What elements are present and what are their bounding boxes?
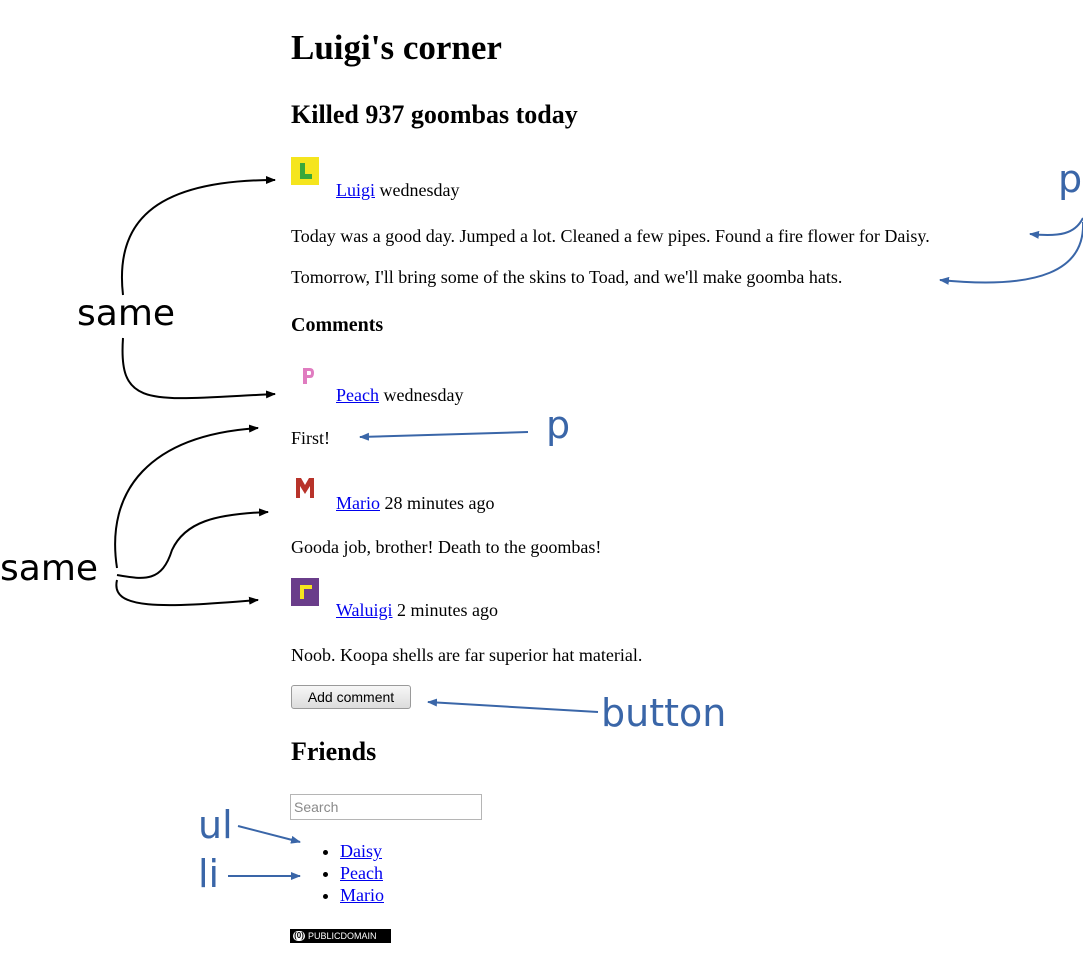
- arrow-same-to-first: [114, 424, 259, 569]
- avatar-mario: [291, 474, 319, 502]
- public-domain-icon: (0): [293, 931, 305, 941]
- friends-list-item: Daisy: [340, 840, 384, 862]
- comment-meta-2: Mario 28 minutes ago: [336, 492, 495, 514]
- annotation-p-mid: p: [546, 403, 571, 447]
- arrow-p-to-paragraph-1: [1029, 217, 1083, 239]
- mario-avatar-icon: [296, 478, 314, 498]
- friend-link-daisy[interactable]: Daisy: [340, 841, 382, 861]
- arrow-button: [427, 698, 599, 713]
- annotation-same-top: same: [77, 293, 176, 334]
- annotation-same-bottom: same: [0, 548, 99, 589]
- comment-meta-3: Waluigi 2 minutes ago: [336, 599, 498, 621]
- friends-list: Daisy Peach Mario: [321, 840, 384, 906]
- arrow-same-to-luigi-header: [121, 176, 276, 296]
- post-paragraph-2: Tomorrow, I'll bring some of the skins t…: [291, 267, 843, 287]
- comment-text-1: First!: [291, 428, 331, 448]
- arrow-ul: [237, 825, 301, 844]
- post-paragraph-1: Today was a good day. Jumped a lot. Clea…: [291, 226, 930, 246]
- waluigi-avatar-icon: [291, 578, 319, 606]
- arrow-p-to-paragraph-2: [939, 222, 1083, 285]
- comment-author-link-3[interactable]: Waluigi: [336, 600, 393, 620]
- comment-author-link-1[interactable]: Peach: [336, 385, 379, 405]
- annotation-ul: ul: [198, 803, 233, 847]
- arrow-same-to-peach-header: [121, 337, 276, 400]
- comment-text-3: Noob. Koopa shells are far superior hat …: [291, 645, 643, 665]
- friends-list-item: Mario: [340, 884, 384, 906]
- comment-text-2: Gooda job, brother! Death to the goombas…: [291, 537, 602, 557]
- arrow-same-to-waluigi-header: [115, 579, 259, 607]
- comment-author-link-2[interactable]: Mario: [336, 493, 380, 513]
- annotation-button: button: [601, 691, 727, 735]
- annotation-li: li: [198, 852, 220, 896]
- page-title: Luigi's corner: [291, 28, 502, 67]
- annotation-p-top: p: [1058, 157, 1083, 201]
- avatar-waluigi: [291, 578, 319, 606]
- post-date: wednesday: [379, 180, 460, 200]
- post-meta: Luigi wednesday: [336, 179, 459, 201]
- comment-date-2: 28 minutes ago: [384, 493, 495, 513]
- friends-list-item: Peach: [340, 862, 384, 884]
- comment-date-3: 2 minutes ago: [397, 600, 499, 620]
- peach-avatar-icon: [303, 368, 314, 384]
- friends-heading: Friends: [291, 737, 377, 766]
- add-comment-button[interactable]: Add comment: [291, 685, 411, 709]
- luigi-avatar-icon: [291, 157, 319, 185]
- public-domain-badge[interactable]: (0) PUBLICDOMAIN: [290, 929, 391, 943]
- arrow-p-to-first: [359, 431, 529, 441]
- friend-link-peach[interactable]: Peach: [340, 863, 383, 883]
- comment-date-1: wednesday: [383, 385, 464, 405]
- friend-link-mario[interactable]: Mario: [340, 885, 384, 905]
- public-domain-label: PUBLICDOMAIN: [308, 931, 377, 941]
- comment-meta-1: Peach wednesday: [336, 384, 463, 406]
- friends-search-input[interactable]: [290, 794, 482, 820]
- arrow-same-to-mario-header: [116, 508, 269, 579]
- post-author-link[interactable]: Luigi: [336, 180, 375, 200]
- avatar-peach: [291, 366, 319, 394]
- comments-heading: Comments: [291, 314, 384, 336]
- post-title: Killed 937 goombas today: [291, 100, 578, 129]
- avatar-luigi: [291, 157, 319, 185]
